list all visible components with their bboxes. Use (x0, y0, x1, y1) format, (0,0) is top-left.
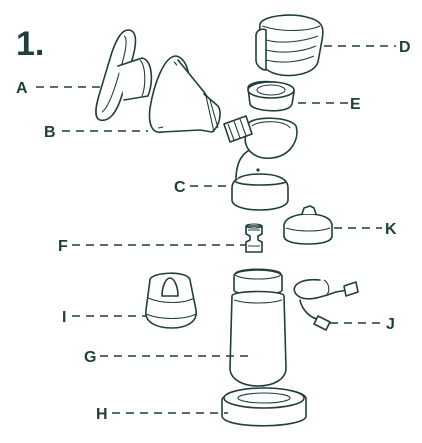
part-h-base (221, 387, 307, 427)
part-j-cable (293, 278, 359, 331)
part-d-cap (255, 14, 324, 77)
part-b-funnel (148, 55, 221, 133)
part-c-body (223, 115, 298, 211)
part-i-teat (145, 272, 197, 329)
label-a: A (16, 80, 28, 97)
label-g: G (84, 349, 96, 366)
label-k: K (385, 221, 397, 238)
part-k-lid (283, 205, 333, 245)
label-d: D (399, 39, 411, 56)
label-h: H (96, 406, 108, 423)
part-g-bottle (229, 268, 287, 387)
part-a-breast-shield (95, 29, 153, 122)
label-c: C (174, 179, 186, 196)
label-b: B (44, 124, 56, 141)
label-e: E (350, 96, 361, 113)
leader-lines (36, 45, 396, 414)
step-number: 1. (16, 25, 44, 63)
part-e-ring (247, 80, 295, 112)
label-f: F (58, 238, 68, 255)
label-j: J (386, 316, 395, 333)
label-i: I (62, 309, 66, 326)
part-f-connector (245, 223, 263, 253)
part-labels: A B C D E F G H I J K (16, 39, 411, 423)
